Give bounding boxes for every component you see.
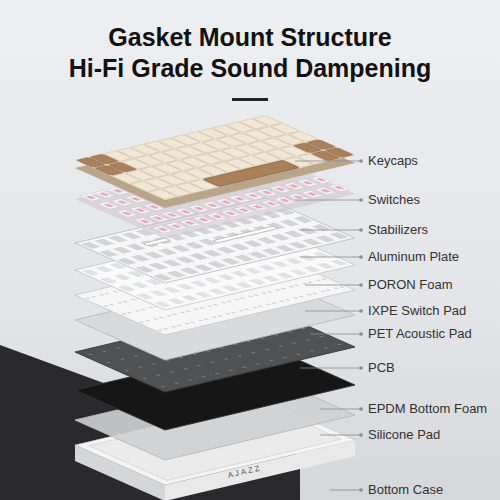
part-label: PET Acoustic Pad [368,326,472,342]
part-label: Silicone Pad [368,427,440,443]
leader-dots [359,159,363,492]
part-label: Bottom Case [368,482,443,498]
part-label: PORON Foam [368,277,453,293]
part-label: EPDM Bottom Foam [368,401,487,417]
part-label: Stabilizers [368,222,428,238]
title-underline [232,98,268,101]
keycaps [75,115,355,208]
part-label: Switches [368,192,420,208]
part-label: Keycaps [368,153,418,169]
title: Gasket Mount Structure Hi-Fi Grade Sound… [60,22,440,84]
part-label: Aluminum Plate [368,249,459,265]
leader-lines [295,161,360,490]
part-label: IXPE Switch Pad [368,303,466,319]
part-label: PCB [368,360,395,376]
